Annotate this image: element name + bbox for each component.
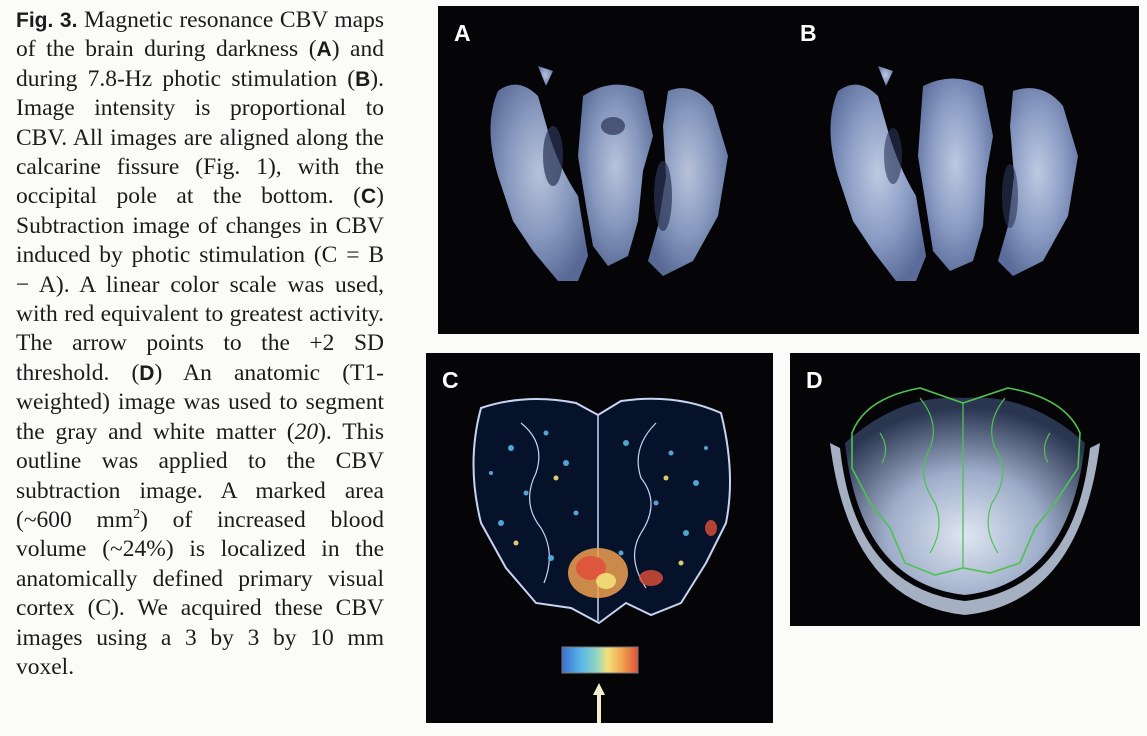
citation-ref: 20 [294,418,319,445]
brain-outline [472,397,731,625]
color-scale-bar [561,646,639,674]
caption-ref-b: B [355,67,371,91]
caption-ref-d: D [139,361,155,385]
caption-text: ) of increased blood volume (~24%) is lo… [16,506,384,680]
panel-label-d: D [806,367,823,393]
figure-label: Fig. 3. [16,9,78,32]
cbv-map-image-ab [490,66,1078,281]
caption-text: ) and during 7.8-Hz photic stimulation ( [16,36,384,92]
caption-text: ). Image intensity is proportional to CB… [16,65,384,210]
threshold-arrow-icon [593,683,605,723]
caption-text: ). This outline was applied to the CBV s… [16,418,384,533]
subtraction-image [472,397,731,723]
panel-c: C [426,353,773,723]
superscript: 2 [133,507,141,523]
activation-region [568,520,717,598]
figure-caption: Fig. 3. Magnetic resonance CBV maps of t… [16,6,384,682]
panel-d: D [790,353,1140,626]
anatomic-slice [845,397,1085,595]
panel-label-a: A [454,20,471,46]
caption-text: ) An anatomic (T1-weighted) image was us… [16,359,384,445]
panel-label-b: B [800,20,817,46]
segmentation-outline [851,387,1081,576]
caption-ref-c: C [361,185,377,209]
caption-text: ) Subtrac­tion image of changes in CBV i… [16,183,384,386]
cbv-map-photic-stimulation [830,66,1078,281]
cbv-map-darkness [490,66,728,281]
panel-label-c: C [442,367,459,393]
caption-ref-a: A [316,38,332,62]
anatomic-t1-image [830,387,1100,615]
panel-ab: A B [438,6,1139,334]
caption-text: Magnetic resonance CBV maps of the brain… [16,7,384,63]
